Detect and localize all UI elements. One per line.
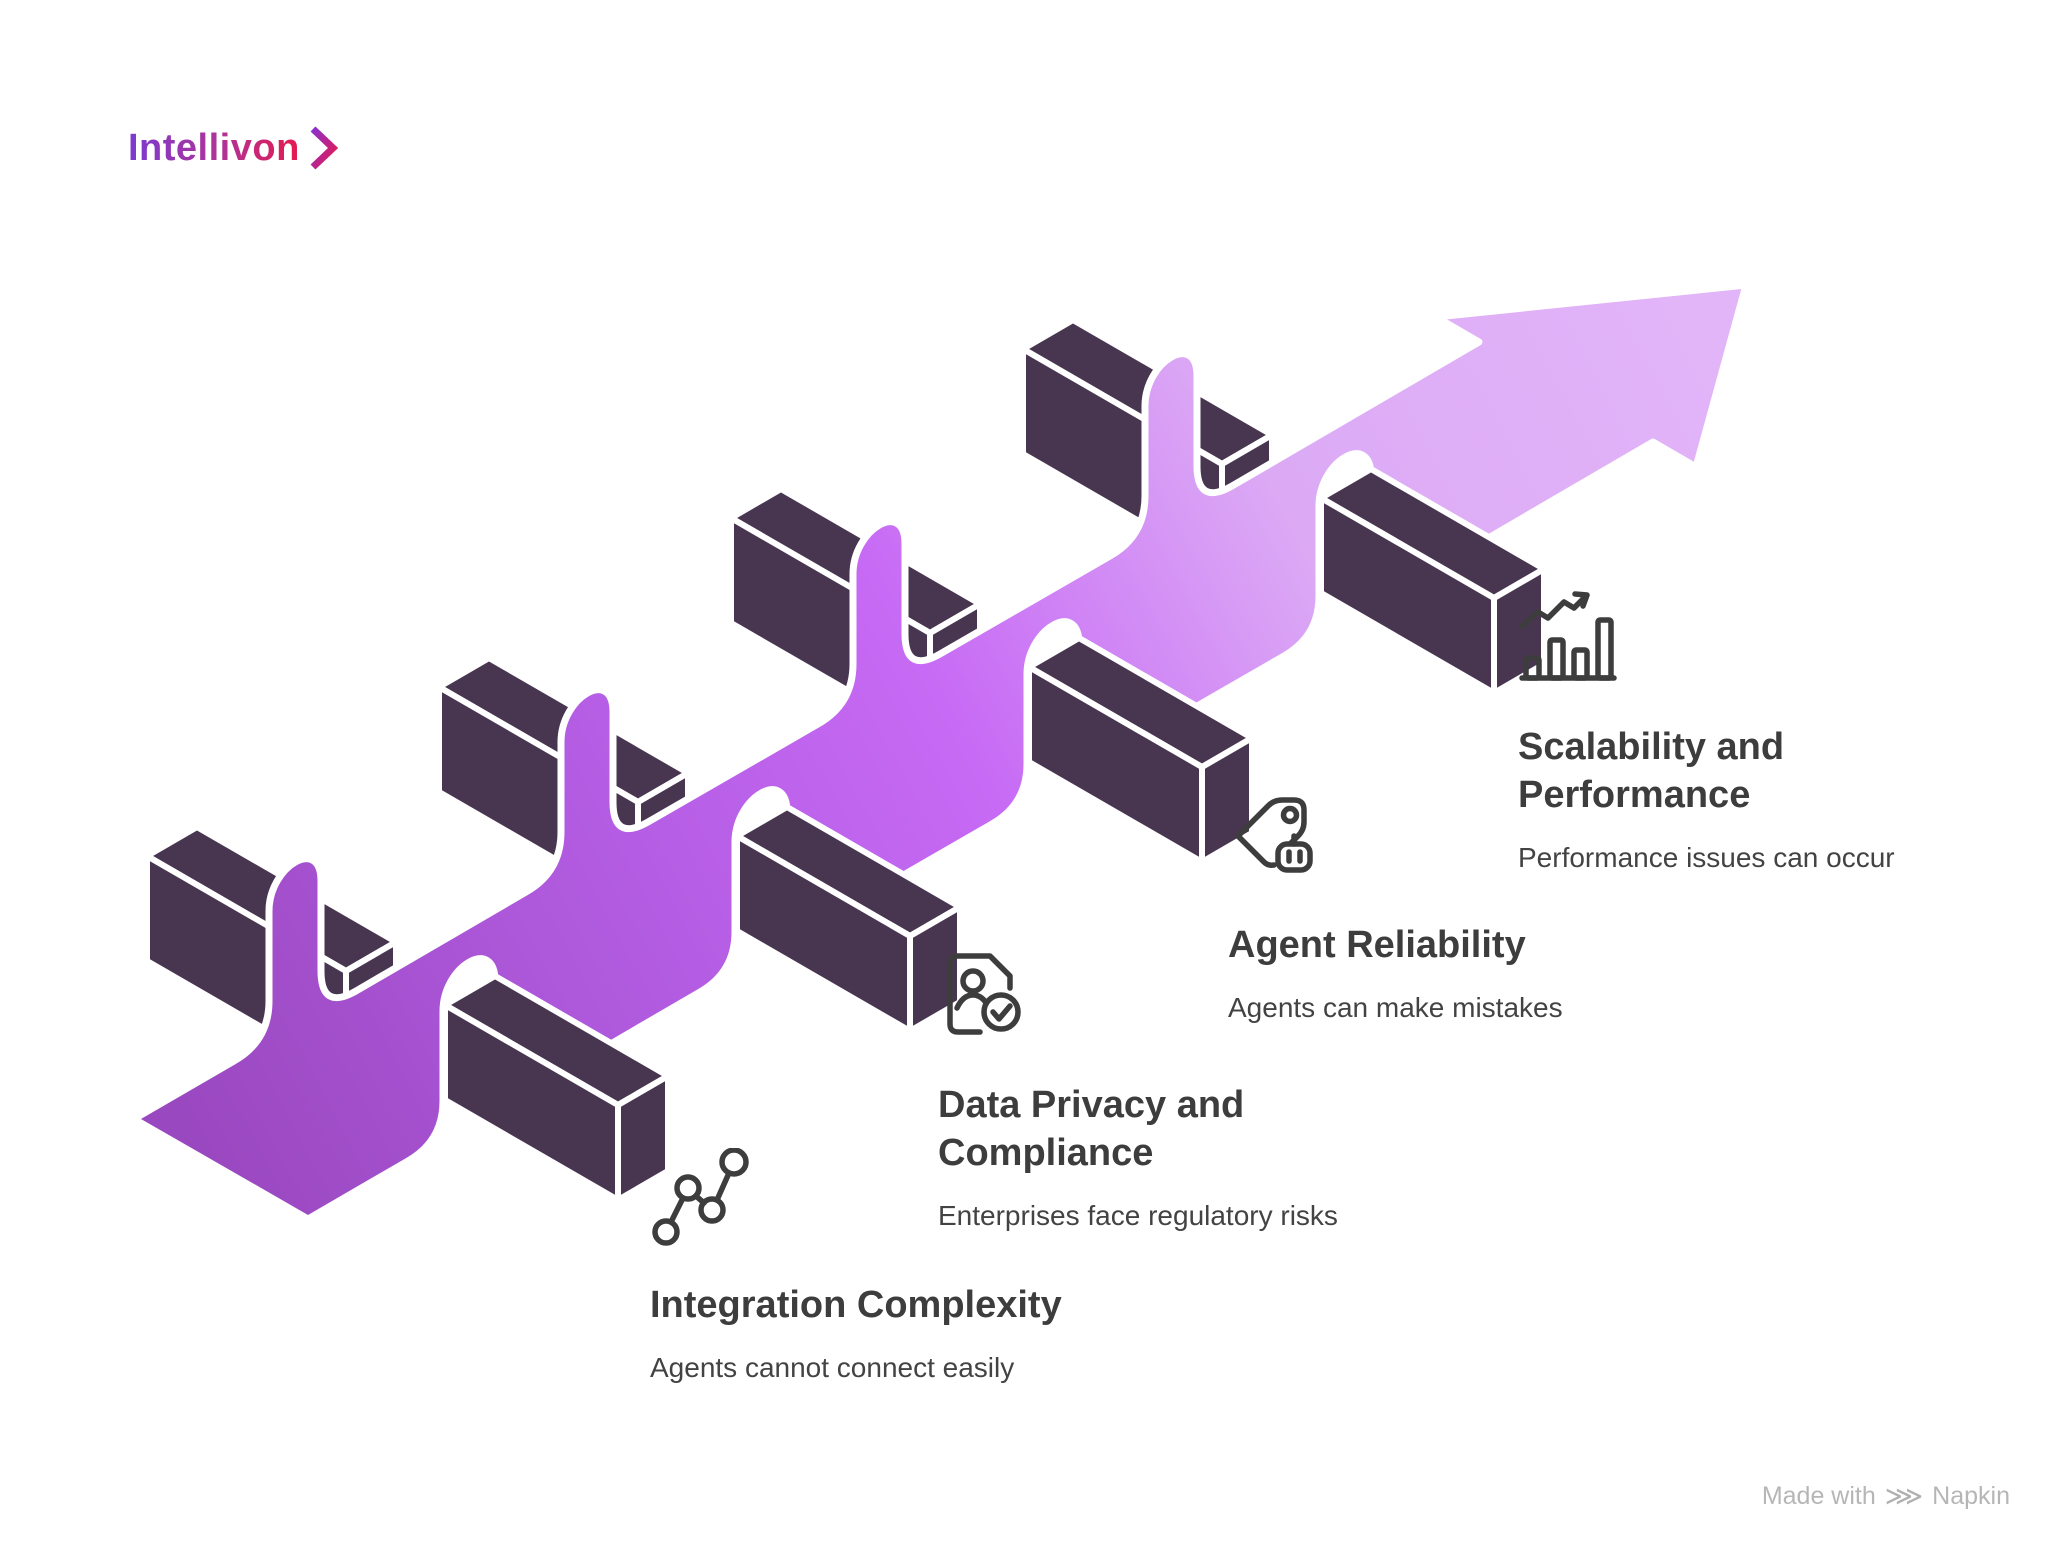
step-agent-reliability: Agent Reliability Agents can make mistak… <box>1228 788 1788 1025</box>
step-title: Data Privacy and Compliance <box>938 1084 1245 1174</box>
made-with-label: Made with <box>1761 1482 1876 1510</box>
step-subtitle: Performance issues can occur <box>1518 842 1895 873</box>
step-data-privacy-compliance: Data Privacy and Compliance Enterprises … <box>938 948 1338 1233</box>
step-title: Agent Reliability <box>1228 924 1526 966</box>
napkin-brand-label: Napkin <box>1932 1482 2010 1510</box>
network-nodes-icon <box>652 1147 749 1246</box>
made-with-napkin-watermark: Made with ⋙ Napkin <box>1762 1481 2010 1512</box>
tag-robot-icon <box>1235 797 1313 873</box>
step-subtitle: Enterprises face regulatory risks <box>938 1200 1338 1231</box>
napkin-logo-icon: ⋙ <box>1884 1481 1924 1511</box>
step-scalability-performance: Scalability and Performance Performance … <box>1518 590 1895 875</box>
brand-logo: Intellivon <box>128 122 338 174</box>
step-title: Integration Complexity <box>650 1284 1062 1326</box>
growth-chart-icon <box>1519 591 1617 681</box>
person-document-check-icon <box>947 953 1021 1035</box>
step-subtitle: Agents can make mistakes <box>1228 992 1563 1023</box>
brand-logo-text: Intellivon <box>128 126 300 169</box>
step-subtitle: Agents cannot connect easily <box>650 1352 1015 1383</box>
step-integration-complexity: Integration Complexity Agents cannot con… <box>650 1147 1210 1385</box>
step-title: Scalability and Performance <box>1518 726 1785 816</box>
brand-chevron-icon <box>310 126 338 170</box>
